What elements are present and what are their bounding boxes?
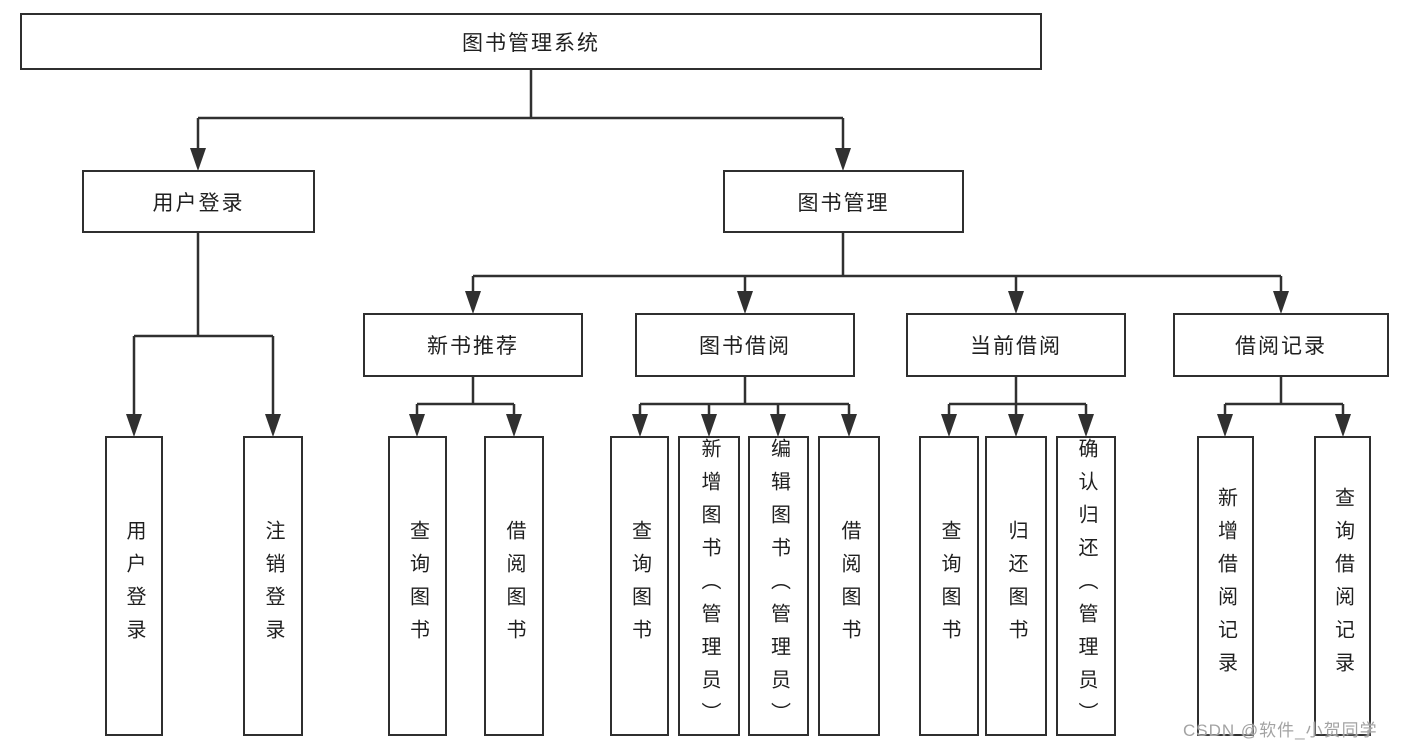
- leaf-node-return-books: 归还图书: [985, 436, 1047, 736]
- leaf-node-label: 借阅图书: [838, 520, 860, 652]
- module-node-label: 图书借阅: [699, 335, 791, 358]
- leaf-node-label: 查询图书: [938, 520, 960, 652]
- leaf-node-label: 新增借阅记录: [1214, 487, 1237, 685]
- leaf-node-query-books-recommend: 查询图书: [388, 436, 447, 736]
- leaf-node-query-books-current: 查询图书: [919, 436, 979, 736]
- leaf-node-query-books-borrowing: 查询图书: [610, 436, 669, 736]
- module-node-label: 新书推荐: [427, 335, 519, 358]
- leaf-node-label: 新增图书（管理员）: [698, 438, 720, 735]
- module-node-borrowing-records: 借阅记录: [1173, 313, 1389, 377]
- leaf-node-label: 归还图书: [1005, 520, 1027, 652]
- arrowheads: [126, 148, 1351, 437]
- leaf-node-label: 用户登录: [123, 520, 145, 652]
- root-node-label: 图书管理系统: [462, 31, 600, 55]
- module-node-book-borrowing: 图书借阅: [635, 313, 855, 377]
- leaf-node-add-borrow-record: 新增借阅记录: [1197, 436, 1254, 736]
- leaf-node-add-books-admin: 新增图书（管理员）: [678, 436, 740, 736]
- leaf-node-query-borrow-record: 查询借阅记录: [1314, 436, 1371, 736]
- csdn-watermark: CSDN @软件_小贺同学: [1183, 721, 1378, 740]
- root-node-library-system: 图书管理系统: [20, 13, 1042, 70]
- leaf-node-borrow-books-recommend: 借阅图书: [484, 436, 544, 736]
- module-node-new-book-recommend: 新书推荐: [363, 313, 583, 377]
- branch-node-user-login: 用户登录: [82, 170, 315, 233]
- leaf-node-logout: 注销登录: [243, 436, 303, 736]
- leaf-node-label: 确认归还（管理员）: [1075, 438, 1097, 735]
- leaf-node-label: 编辑图书（管理员）: [767, 438, 790, 735]
- leaf-node-label: 查询图书: [406, 520, 429, 652]
- leaf-node-label: 借阅图书: [503, 520, 525, 652]
- module-node-label: 当前借阅: [970, 335, 1062, 358]
- leaf-node-borrow-books: 借阅图书: [818, 436, 880, 736]
- leaf-node-user-login: 用户登录: [105, 436, 163, 736]
- module-node-current-borrowing: 当前借阅: [906, 313, 1126, 377]
- leaf-node-label: 查询借阅记录: [1331, 487, 1354, 685]
- branch-node-label: 用户登录: [152, 191, 245, 215]
- leaf-node-label: 查询图书: [628, 520, 651, 652]
- leaf-node-confirm-return-admin: 确认归还（管理员）: [1056, 436, 1116, 736]
- branch-node-book-management: 图书管理: [723, 170, 964, 233]
- branch-node-label: 图书管理: [797, 191, 890, 215]
- module-node-label: 借阅记录: [1235, 335, 1327, 358]
- leaf-node-edit-books-admin: 编辑图书（管理员）: [748, 436, 809, 736]
- leaf-node-label: 注销登录: [262, 520, 284, 652]
